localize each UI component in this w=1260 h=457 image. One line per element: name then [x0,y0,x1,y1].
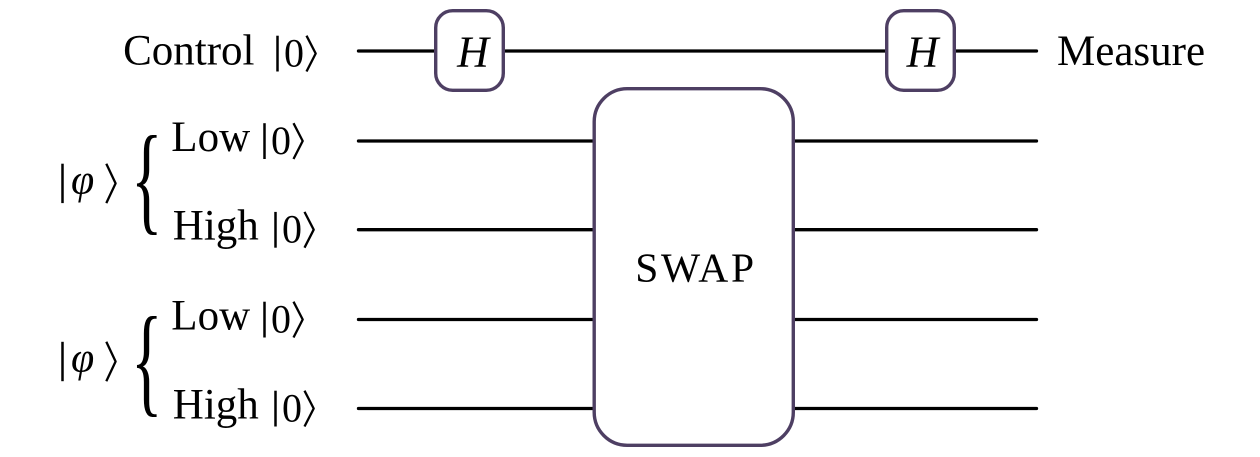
svg-text:Low: Low [171,114,250,161]
svg-text:{: { [131,293,163,427]
svg-text:φ: φ [71,158,94,204]
svg-text:H: H [906,28,941,77]
svg-text:SWAP: SWAP [635,245,757,291]
svg-text:0: 0 [282,207,302,252]
svg-text:φ: φ [71,336,94,382]
svg-text:H: H [456,28,491,77]
svg-text:Measure: Measure [1057,28,1205,75]
svg-text:Low: Low [171,292,250,339]
svg-text:High: High [173,203,259,250]
svg-text:0: 0 [271,296,291,341]
svg-text:0: 0 [282,385,302,430]
svg-text:0: 0 [271,118,291,163]
svg-text:{: { [131,112,163,246]
svg-text:Control: Control [123,28,254,75]
svg-text:High: High [173,381,259,428]
svg-text:0: 0 [284,30,304,75]
